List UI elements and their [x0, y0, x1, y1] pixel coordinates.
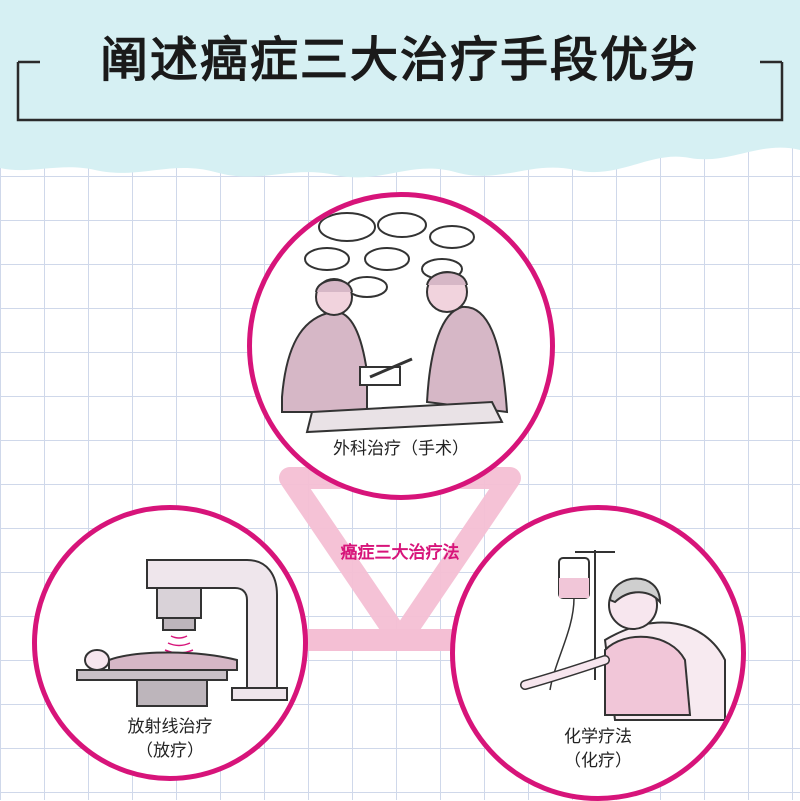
chemo-label-line1: 化学疗法: [564, 727, 632, 747]
radiation-circle: 放射线治疗 （放疗）: [32, 505, 308, 781]
chemo-illustration: [520, 550, 726, 721]
radiation-label-line2: （放疗）: [136, 741, 204, 761]
header-banner: [0, 0, 800, 178]
surgery-illustration: [281, 212, 509, 434]
radiation-label-line1: 放射线治疗: [127, 717, 213, 737]
radiation-illustration: [76, 559, 288, 707]
chemo-label-line2: （化疗）: [564, 751, 632, 771]
surgery-label: 外科治疗（手术）: [333, 439, 469, 459]
surgery-circle: 外科治疗（手术）: [247, 192, 555, 500]
radiation-label: 放射线治疗 （放疗）: [37, 715, 303, 763]
page-title: 阐述癌症三大治疗手段优劣: [99, 32, 700, 88]
center-label: 癌症三大治疗法: [340, 543, 460, 563]
chemo-circle: 化学疗法 （化疗）: [450, 505, 746, 801]
chemo-label: 化学疗法 （化疗）: [455, 725, 741, 773]
